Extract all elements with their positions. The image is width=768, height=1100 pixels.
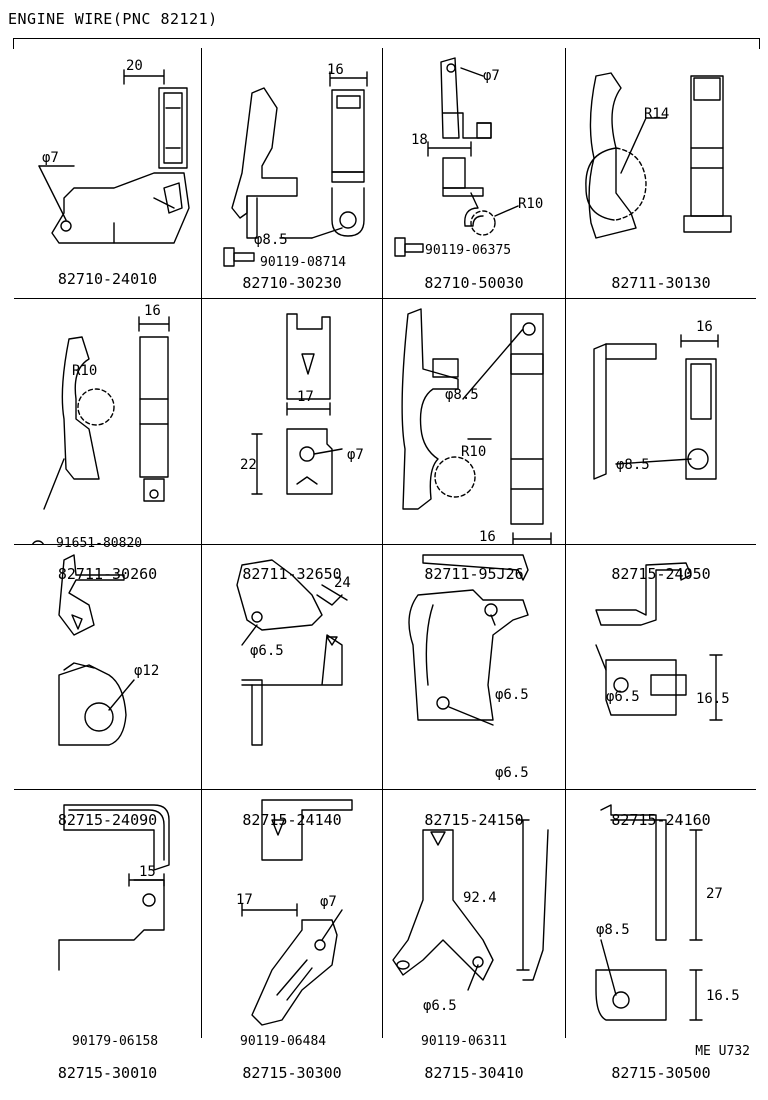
dim-label: φ6.5 [495, 687, 529, 703]
dim-label: 17 [297, 389, 314, 405]
bolt-callout: 90119-06375 [425, 243, 512, 258]
dim-label: R10 [72, 363, 98, 379]
dim-label: φ7 [483, 68, 500, 84]
dim-label: φ6.5 [495, 765, 529, 781]
part-cell-82715-30300: 17 φ7 90119-06484 82715-30300 [202, 790, 382, 1082]
dim-label: 16 [327, 62, 344, 78]
dim-label: 27 [706, 886, 723, 902]
bracket-drawing [32, 316, 170, 544]
bracket-drawing [595, 562, 723, 721]
part-number: 82715-24150 [424, 811, 524, 829]
dim-label: 16.5 [696, 691, 730, 707]
grid-line [382, 48, 383, 1038]
parts-grid: 20 φ7 82710-24010 16 φ8.5 90119-08714 82… [14, 48, 756, 1082]
dim-label: 16.5 [706, 988, 740, 1004]
part-cell-82710-30230: 16 φ8.5 90119-08714 82710-30230 [202, 48, 382, 298]
part-number: 82710-50030 [424, 274, 524, 292]
drawing-code: ME U732 [695, 1044, 750, 1059]
part-number: 82715-30300 [242, 1064, 342, 1082]
grid-line [14, 544, 756, 545]
bracket-drawing [585, 72, 732, 239]
part-number: 82715-30500 [611, 1064, 711, 1082]
dim-label: φ7 [320, 894, 337, 910]
bracket-drawing [223, 71, 368, 267]
dim-label: φ8.5 [596, 922, 630, 938]
dim-label: φ6.5 [250, 643, 284, 659]
bolt-callout: 90179-06158 [72, 1034, 159, 1049]
bolt-callout: 90119-06484 [240, 1034, 327, 1049]
part-number: 82715-24050 [611, 565, 711, 583]
part-number: 82711-30130 [611, 274, 711, 292]
part-number: 82715-24090 [57, 811, 158, 829]
part-cell-82715-30500: 27 φ8.5 16.5 82715-30500 [566, 790, 756, 1082]
bracket-drawing [595, 804, 703, 1021]
bracket-drawing [236, 559, 348, 746]
part-number: 82711-32650 [242, 565, 342, 583]
part-number: 82711-95J26 [424, 565, 524, 583]
bracket-drawing [38, 69, 190, 244]
bolt-callout: 91651-80820 [56, 536, 143, 551]
dim-label: φ7 [347, 447, 364, 463]
dim-label: φ8.5 [616, 457, 650, 473]
dim-label: φ6.5 [423, 998, 457, 1014]
diagram-title: ENGINE WIRE(PNC 82121) [8, 10, 218, 28]
part-cell-82711-30130: R14 82711-30130 [566, 48, 756, 298]
bracket-drawing [408, 554, 529, 726]
bolt-callout: 90119-06311 [421, 1034, 508, 1049]
part-number: 82710-30230 [242, 274, 342, 292]
part-cell-82715-30010: 15 90179-06158 82715-30010 [14, 790, 201, 1082]
bracket-drawing [58, 804, 170, 971]
part-number: 82711-30260 [57, 565, 158, 583]
dim-label: φ7 [42, 150, 59, 166]
dim-label: 24 [334, 575, 351, 591]
bracket-drawing [251, 313, 343, 495]
grid-line [565, 48, 566, 1038]
part-cell-82715-24140: 24 φ6.5 82715-24140 [202, 545, 382, 829]
dim-label: φ6.5 [606, 689, 640, 705]
part-cell-82715-24090: φ12 82715-24090 [14, 545, 201, 829]
bracket-drawing [401, 308, 552, 544]
dim-label: 17 [236, 892, 253, 908]
dim-label: φ8.5 [254, 232, 288, 248]
dim-label: 16 [696, 319, 713, 335]
part-cell-82711-95J26: φ8.5 R10 16 82711-95J26 [383, 299, 565, 583]
bracket-drawing [58, 554, 135, 746]
bracket-drawing [392, 819, 549, 991]
part-number: 82715-24140 [242, 811, 342, 829]
part-cell-82711-32650: 17 22 φ7 82711-32650 [202, 299, 382, 583]
title-bracket [13, 38, 760, 49]
grid-line [14, 298, 756, 299]
bracket-drawing [241, 799, 353, 1026]
part-number: 82710-24010 [57, 270, 158, 288]
dim-label: 15 [139, 864, 156, 880]
bracket-drawing [394, 57, 519, 257]
dim-label: 18 [411, 132, 428, 148]
part-number: 82715-30010 [57, 1064, 158, 1082]
dim-label: 16 [479, 529, 496, 545]
bolt-callout: 90119-08714 [260, 255, 347, 270]
dim-label: 20 [126, 58, 143, 74]
dim-label: 22 [240, 457, 257, 473]
dim-label: φ8.5 [445, 387, 479, 403]
part-cell-82715-24150: φ6.5 φ6.5 82715-24150 [383, 545, 565, 829]
part-cell-82710-24010: 20 φ7 82710-24010 [14, 48, 201, 298]
dim-label: R14 [644, 106, 670, 122]
dim-label: 92.4 [463, 890, 497, 906]
dim-label: 16 [144, 303, 161, 319]
part-number: 82715-30410 [424, 1064, 524, 1082]
part-cell-82715-30410: 92.4 φ6.5 90119-06311 82715-30410 [383, 790, 565, 1082]
dim-label: φ12 [134, 663, 160, 679]
dim-label: R10 [518, 196, 544, 212]
part-cell-82715-24050: 16 φ8.5 82715-24050 [566, 299, 756, 583]
part-cell-82715-24160: φ6.5 16.5 82715-24160 [566, 545, 756, 829]
part-cell-82710-50030: φ7 18 R10 90119-06375 82710-50030 [383, 48, 565, 298]
grid-line [201, 48, 202, 1038]
bracket-drawing [593, 334, 719, 480]
dim-label: R10 [461, 444, 487, 460]
part-cell-82711-30260: R10 16 91651-80820 82711-30260 [14, 299, 201, 583]
grid-line [14, 789, 756, 790]
